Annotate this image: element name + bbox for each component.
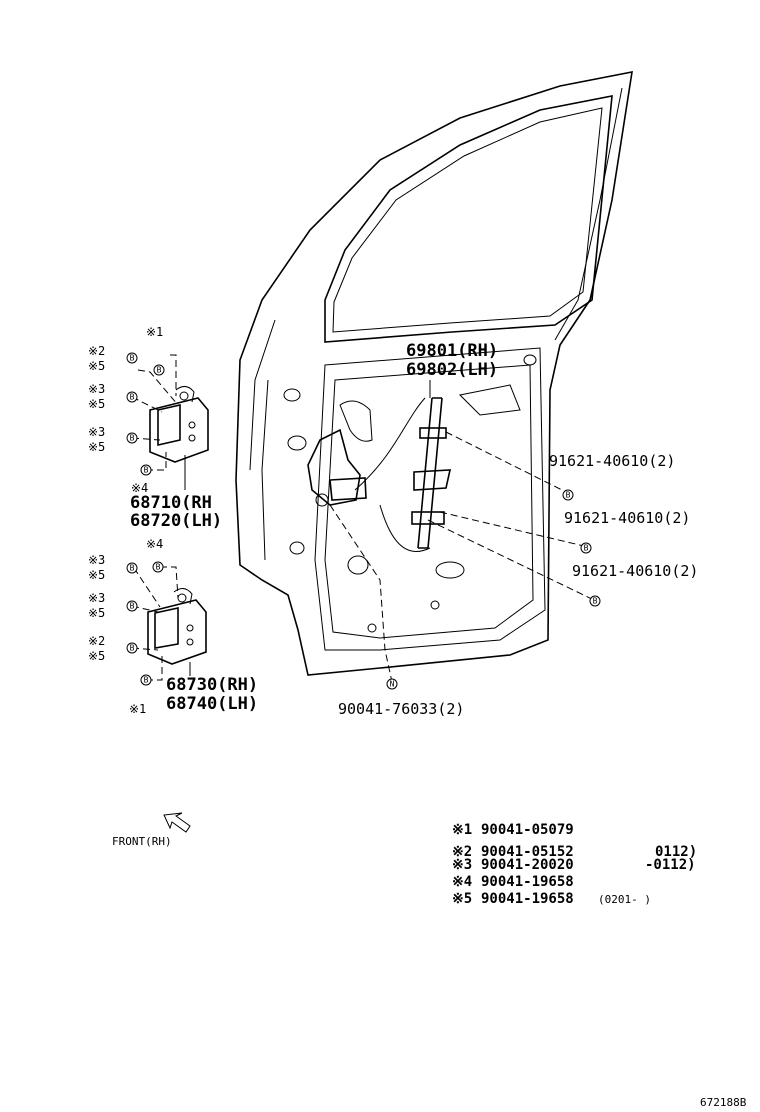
drawing-code: 672188B	[700, 1096, 747, 1109]
bolt-symbol: B	[589, 595, 601, 607]
legend-mark: ※1	[452, 822, 472, 838]
marker: ※5	[88, 568, 105, 582]
bolt-symbol: B	[126, 391, 138, 403]
svg-text:B: B	[130, 434, 135, 443]
svg-text:B: B	[566, 491, 571, 500]
marker: ※3	[88, 425, 105, 439]
bolt-symbol: B	[126, 600, 138, 612]
svg-text:B: B	[584, 544, 589, 553]
marker: ※1	[129, 702, 146, 716]
reference-markers: ※1 ※2 ※5 ※3 ※5 ※3 ※5 ※4 ※4 ※3 ※5 ※3 ※5 ※…	[88, 325, 163, 716]
marker: ※3	[88, 591, 105, 605]
svg-text:B: B	[144, 466, 149, 475]
legend-mark: ※4	[452, 874, 472, 890]
legend-part: 90041-20020	[481, 857, 574, 873]
marker: ※5	[88, 397, 105, 411]
front-arrow: FRONT(RH)	[112, 812, 191, 848]
bolt-symbol: B	[126, 432, 138, 444]
label-screw-2: 91621-40610(2)	[564, 509, 690, 527]
bolt-symbol: B	[152, 561, 164, 573]
front-arrow-icon	[163, 812, 191, 833]
svg-text:B: B	[144, 676, 149, 685]
marker: ※5	[88, 606, 105, 620]
marker: ※3	[88, 553, 105, 567]
leader-lines	[131, 354, 595, 683]
marker: ※2	[88, 344, 105, 358]
svg-text:B: B	[130, 354, 135, 363]
label-upper-hinge-rh: 68710(RH	[130, 493, 212, 513]
legend-note: -0112)	[645, 857, 696, 873]
upper-hinge	[149, 386, 209, 463]
bolt-symbol: B	[126, 562, 138, 574]
legend-mark: ※3	[452, 857, 472, 873]
svg-text:B: B	[130, 564, 135, 573]
label-lower-hinge-lh: 68740(LH)	[166, 694, 258, 714]
label-screw-1: 91621-40610(2)	[549, 452, 675, 470]
svg-text:B: B	[156, 563, 161, 572]
marker: ※4	[146, 537, 163, 551]
legend-part: 90041-19658	[481, 874, 574, 890]
legend-row: ※3 90041-20020 -0112)	[452, 857, 696, 873]
legend-part: 90041-05079	[481, 822, 574, 838]
marker: ※5	[88, 440, 105, 454]
legend-part: 90041-19658	[481, 891, 574, 907]
label-regulator-lh: 69802(LH)	[406, 360, 498, 380]
marker: ※2	[88, 634, 105, 648]
bolt-symbol: B	[580, 542, 592, 554]
legend-mark: ※5	[452, 891, 472, 907]
legend-row: ※5 90041-19658 (0201- )	[452, 891, 651, 907]
svg-text:B: B	[157, 366, 162, 375]
bolt-symbol: B	[562, 489, 574, 501]
lower-hinge	[147, 588, 207, 665]
marker: ※5	[88, 359, 105, 373]
legend-row: ※1 90041-05079	[452, 822, 574, 838]
legend-part: 90041-05152	[481, 844, 574, 860]
bolt-symbol: B	[140, 464, 152, 476]
svg-text:B: B	[130, 393, 135, 402]
legend-row: ※4 90041-19658	[452, 874, 574, 890]
label-lower-hinge-rh: 68730(RH)	[166, 675, 258, 695]
label-upper-hinge-lh: 68720(LH)	[130, 511, 222, 531]
marker: ※4	[131, 481, 148, 495]
legend: ※1 90041-05079 ※2 90041-05152 0112) ※3 9…	[452, 822, 697, 907]
door-shell	[235, 70, 633, 676]
svg-text:B: B	[593, 597, 598, 606]
window-regulator	[307, 397, 452, 552]
bolt-symbol: B	[140, 674, 152, 686]
label-screw-3: 91621-40610(2)	[572, 562, 698, 580]
bolt-symbol: B	[126, 642, 138, 654]
label-regulator-rh: 69801(RH)	[406, 341, 498, 361]
svg-text:N: N	[390, 680, 395, 689]
window-frame	[324, 95, 613, 343]
front-arrow-label: FRONT(RH)	[112, 835, 172, 848]
svg-text:B: B	[130, 644, 135, 653]
svg-text:B: B	[130, 602, 135, 611]
part-labels: 69801(RH) 69802(LH) 91621-40610(2) 91621…	[130, 341, 698, 718]
marker: ※1	[146, 325, 163, 339]
bolt-symbol: B	[153, 364, 165, 376]
bolt-symbol: N	[386, 678, 398, 690]
legend-mark: ※2	[452, 844, 472, 860]
bolt-symbol: B	[126, 352, 138, 364]
marker: ※3	[88, 382, 105, 396]
marker: ※5	[88, 649, 105, 663]
legend-note: (0201- )	[598, 893, 651, 906]
inner-panel	[283, 347, 546, 651]
legend-row: ※2 90041-05152 0112)	[452, 844, 697, 860]
legend-note: 0112)	[655, 844, 697, 860]
bolt-symbols: B B B B B B B B B B B B B N	[126, 352, 601, 690]
label-clip: 90041-76033(2)	[338, 700, 464, 718]
